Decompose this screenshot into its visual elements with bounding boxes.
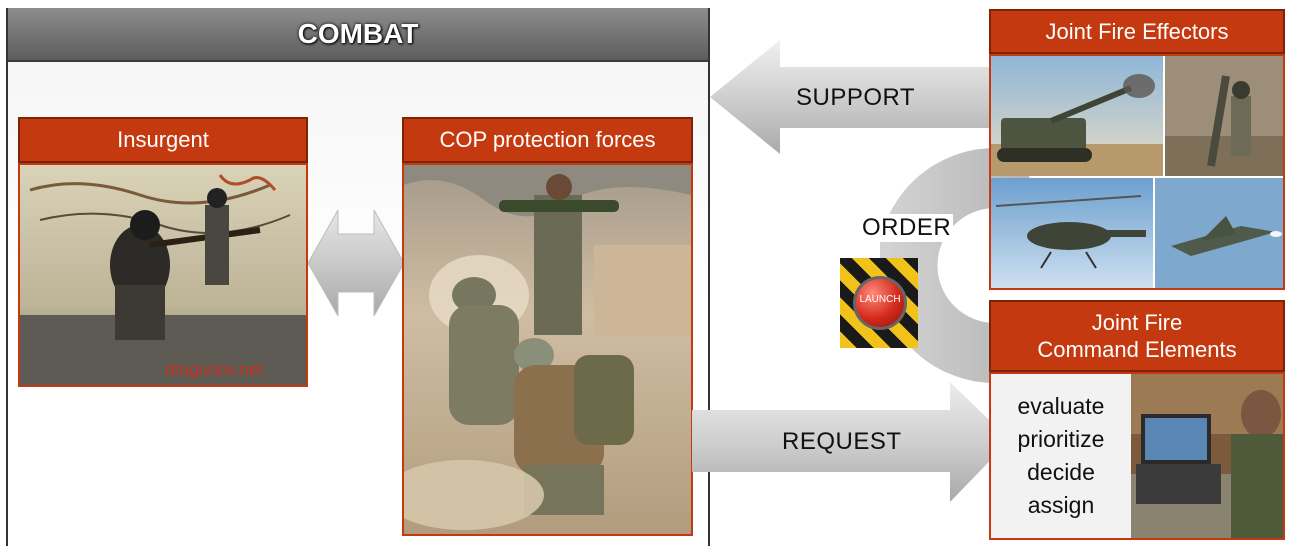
engagement-double-arrow (308, 210, 404, 316)
action-evaluate: evaluate (1017, 393, 1105, 419)
insurgent-watermark: dragunov.net (165, 360, 263, 379)
launch-button-knob (853, 276, 907, 330)
command-actions: evaluate prioritize decide assign (991, 390, 1131, 522)
command-image (1131, 374, 1283, 538)
support-label: SUPPORT (796, 84, 916, 111)
command-title: Joint Fire Command Elements (989, 300, 1285, 372)
effectors-image (991, 56, 1283, 288)
cop-photo (402, 163, 693, 536)
effectors-title: Joint Fire Effectors (989, 9, 1285, 54)
effectors-photos (989, 54, 1285, 290)
request-label: REQUEST (782, 428, 902, 455)
support-arrow (710, 40, 1000, 154)
cop-image (404, 165, 691, 534)
launch-button: LAUNCH (840, 258, 918, 348)
insurgent-photo (18, 163, 308, 387)
command-title-line1: Joint Fire (1091, 309, 1183, 335)
order-label: ORDER (860, 214, 954, 242)
cop-title: COP protection forces (402, 117, 693, 163)
command-title-line2: Command Elements (1037, 337, 1237, 362)
insurgent-image (20, 165, 306, 385)
command-panel: evaluate prioritize decide assign (989, 372, 1285, 540)
insurgent-title: Insurgent (18, 117, 308, 163)
launch-button-label: LAUNCH (859, 294, 901, 305)
action-prioritize: prioritize (1017, 426, 1105, 452)
request-arrow (692, 382, 1010, 502)
action-decide: decide (1027, 459, 1095, 485)
action-assign: assign (1027, 492, 1095, 518)
combat-header: COMBAT (8, 8, 708, 62)
